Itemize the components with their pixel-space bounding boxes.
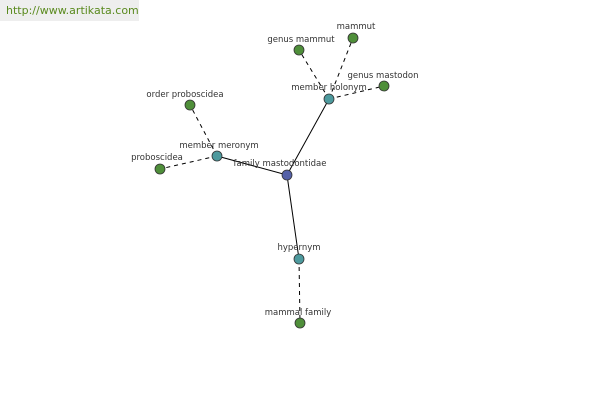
node-meronym[interactable] — [211, 150, 223, 162]
edge-hypernym-to-mammal-family — [298, 258, 301, 324]
node-label-genus-mammut[interactable]: genus mammut — [267, 35, 335, 45]
node-label-mammal-family[interactable]: mammal family — [265, 308, 332, 318]
node-label-order-proboscidea[interactable]: order proboscidea — [146, 90, 223, 100]
node-mammal-family[interactable] — [294, 317, 306, 329]
edge-holonym-to-mammut — [328, 37, 354, 100]
edge-center-to-holonym — [286, 98, 330, 176]
node-mammut[interactable] — [347, 32, 359, 44]
edge-center-to-meronym — [216, 155, 288, 176]
node-genus-mammut[interactable] — [293, 44, 305, 56]
node-hypernym[interactable] — [293, 253, 305, 265]
watermark-url: http://www.artikata.com — [0, 0, 139, 21]
node-label-holonym[interactable]: member holonym — [291, 83, 366, 93]
node-order-proboscidea[interactable] — [184, 99, 196, 111]
node-label-genus-mastodon[interactable]: genus mastodon — [348, 71, 419, 81]
node-genus-mastodon[interactable] — [378, 80, 390, 92]
node-label-hypernym[interactable]: hypernym — [277, 243, 320, 253]
edge-meronym-to-order-proboscidea — [189, 104, 218, 157]
node-proboscidea[interactable] — [154, 163, 166, 175]
node-label-meronym[interactable]: member meronym — [179, 141, 258, 151]
node-label-mammut[interactable]: mammut — [337, 22, 376, 32]
edge-meronym-to-proboscidea — [159, 155, 218, 170]
node-center[interactable] — [281, 169, 293, 181]
edge-holonym-to-genus-mastodon — [328, 85, 385, 100]
node-label-center[interactable]: family mastodontidae — [234, 159, 327, 169]
node-holonym[interactable] — [323, 93, 335, 105]
node-label-proboscidea[interactable]: proboscidea — [131, 153, 183, 163]
edge-holonym-to-genus-mammut — [298, 49, 330, 100]
edge-center-to-hypernym — [286, 174, 300, 260]
